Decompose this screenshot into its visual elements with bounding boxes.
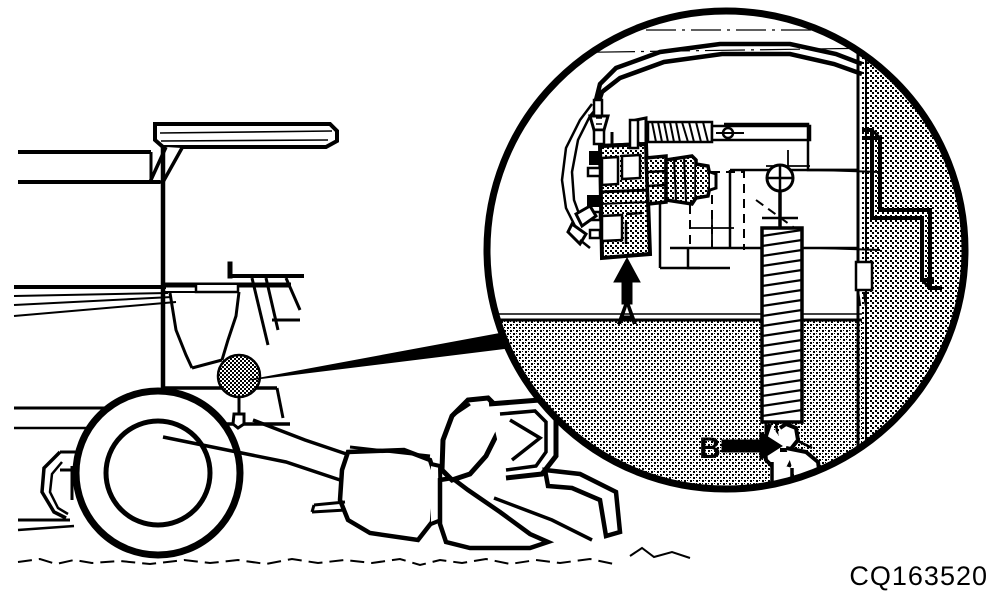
upper-body-panels bbox=[18, 150, 160, 184]
deck-handrail bbox=[227, 261, 304, 346]
callout-b-label: B bbox=[699, 432, 721, 465]
detail-location-marker bbox=[216, 353, 262, 430]
callout-b-arrow bbox=[721, 431, 783, 461]
callout-a bbox=[613, 256, 641, 305]
drive-wheel bbox=[72, 387, 244, 559]
feeder-deck bbox=[163, 282, 291, 370]
callout-a-arrow bbox=[613, 256, 641, 305]
header-attachment bbox=[162, 395, 623, 551]
part-number-label: CQ163520 bbox=[849, 561, 988, 591]
z-bracket bbox=[817, 128, 942, 290]
callout-b bbox=[721, 431, 783, 461]
ground-line bbox=[17, 546, 691, 567]
hose-fitting bbox=[588, 98, 610, 146]
mid-body-ribs bbox=[13, 285, 177, 317]
detail-circle-border bbox=[483, 7, 969, 493]
bracket-tab bbox=[854, 260, 874, 307]
hydraulic-control-valve bbox=[566, 118, 718, 261]
callout-a-label: A bbox=[616, 298, 638, 331]
spring-pivot bbox=[762, 163, 798, 228]
cab-roof bbox=[153, 122, 339, 149]
hydraulic-hose-upper bbox=[560, 41, 863, 229]
tension-spring bbox=[760, 226, 804, 453]
